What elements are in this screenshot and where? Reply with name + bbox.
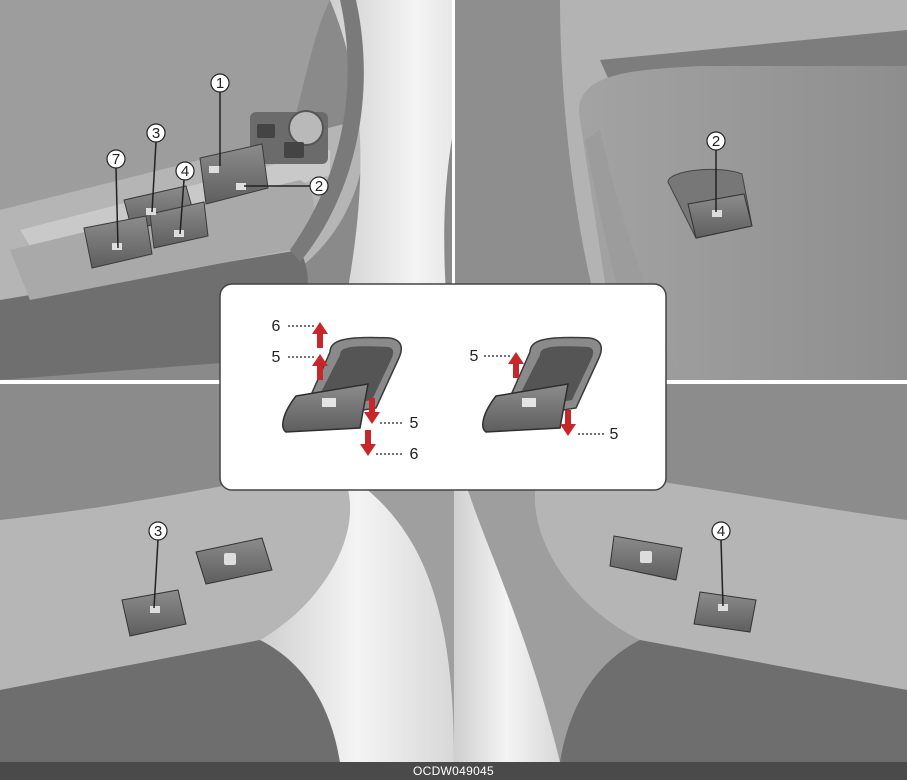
callout-label: 3: [154, 523, 162, 540]
label-push-down-auto: 6: [410, 446, 419, 463]
callout-label: 2: [712, 133, 720, 150]
callout-label: 2: [315, 178, 323, 195]
figure-code-bar: OCDW049045: [0, 762, 907, 780]
label-pull-up: 5: [272, 349, 281, 366]
callout-label: 3: [152, 125, 160, 142]
label-pull-up-auto: 6: [272, 318, 281, 335]
callout-label: 7: [112, 151, 120, 168]
callout-label: 4: [181, 163, 189, 180]
vertical-divider: [452, 0, 455, 284]
callout-label: 1: [216, 75, 224, 92]
label-push-down: 5: [610, 426, 619, 443]
label-pull-up: 5: [470, 348, 479, 365]
callout-label: 4: [717, 523, 725, 540]
operation-inset: 6 5 5 6 5 5: [220, 284, 666, 490]
label-push-down: 5: [410, 415, 419, 432]
power-window-illustration: 1 2 3 4 7 2: [0, 0, 907, 762]
